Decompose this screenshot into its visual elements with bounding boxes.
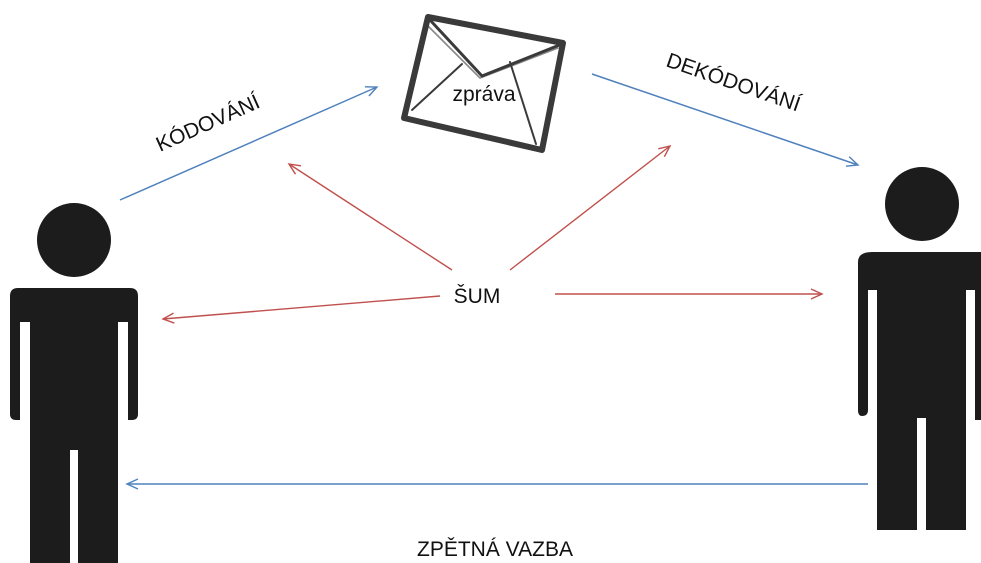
noise-arrow-to-encoding [287,163,453,271]
encoding-arrow [119,86,379,201]
decoding-arrow [591,73,860,167]
message-label: zpráva [452,83,515,106]
noise-arrow-to-message [509,144,672,271]
feedback-label: ZPĚTNÁ VAZBA [417,538,573,561]
noise-label: ŠUM [454,285,501,308]
encoding-label: KÓDOVÁNÍ [153,90,264,156]
envelope-icon [401,14,566,153]
receiver-person-icon [858,167,981,530]
noise-arrow-to-sender [161,295,441,324]
sender-person-icon [10,203,138,563]
